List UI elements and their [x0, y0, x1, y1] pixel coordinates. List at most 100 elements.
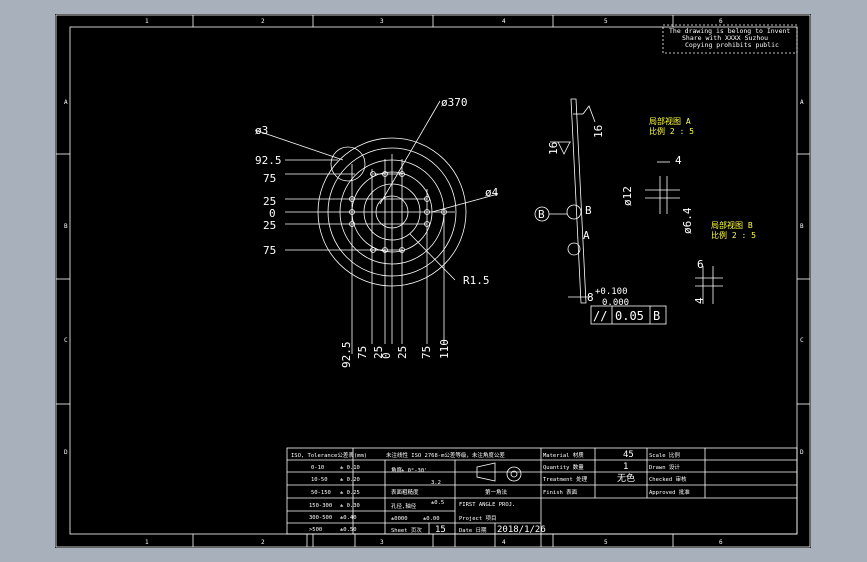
detail-b-scale: 比例 2 : 5: [711, 230, 756, 240]
dim-bottom-92-5: 92.5: [340, 342, 353, 369]
dim-diameter-4: ø4: [485, 186, 499, 199]
zone-label-bottom-1: 1: [145, 539, 149, 546]
notice-box: [662, 24, 798, 54]
dim-left-25-top: 25: [263, 195, 276, 208]
detail-b-height-4: 4: [693, 297, 706, 304]
title-block: [286, 447, 798, 547]
tol-table-note: 未注线性 ISO 2768-m公差等级，未注角度公差: [386, 451, 505, 459]
hole-value: ±0.5: [431, 500, 444, 506]
zone-label-top-6: 6: [719, 18, 723, 25]
drawn-label: Drawn 设计: [649, 463, 680, 471]
fcf-datum: B: [653, 309, 660, 323]
zone-label-bottom-3: 3: [380, 539, 384, 546]
dim-diameter-370: ø370: [441, 96, 468, 109]
material-label: Material 材质: [543, 451, 584, 459]
side-view: [534, 98, 667, 325]
dim-width-8: 8: [587, 291, 594, 304]
zone-label-right-c: C: [800, 337, 804, 344]
dim-left-75-bottom: 75: [263, 244, 276, 257]
zone-label-right-b: B: [800, 223, 804, 230]
tol-upper: +0.100: [595, 287, 628, 297]
finish-label: Finish 表面: [543, 488, 578, 496]
section-label-b: B: [585, 204, 592, 217]
dim-bottom-25-right: 25: [396, 346, 409, 359]
dim-bottom-75: 75: [356, 346, 369, 359]
sheet-value: 15: [435, 525, 446, 535]
approved-label: Approved 批准: [649, 488, 690, 496]
tol-row-1-range: 0-10: [311, 465, 324, 471]
quantity-label: Quantity 数量: [543, 463, 584, 471]
section-label-a: A: [583, 229, 590, 242]
plan-view: [254, 100, 499, 354]
zone-label-right-a: A: [800, 99, 804, 106]
tol-row-6-range: >500: [309, 527, 322, 533]
zone-label-top-1: 1: [145, 18, 149, 25]
zone-label-left-a: A: [64, 99, 68, 106]
zone-ticks: [56, 15, 810, 547]
detail-a-dia-6-4: ø6.4: [681, 207, 694, 234]
zone-label-top-4: 4: [502, 18, 506, 25]
zone-label-left-b: B: [64, 223, 68, 230]
tol-row-2-value: ± 0.20: [340, 477, 360, 483]
date-label: Date 日期: [459, 527, 487, 534]
dim-bottom-0: 0: [380, 352, 393, 359]
drawing-sheet: 1 2 3 4 5 6 1 2 3 4 5 6 A B C D A B C D …: [55, 14, 811, 548]
zone-label-bottom-4: 4: [502, 539, 506, 546]
detail-a-scale: 比例 2 : 5: [649, 126, 694, 136]
hole-label: 孔径,轴径: [391, 502, 417, 510]
detail-b-view: [695, 266, 723, 304]
zone-label-top-2: 2: [261, 18, 265, 25]
rough-value: 3.2: [431, 480, 441, 486]
cad-drawing: 1 2 3 4 5 6 1 2 3 4 5 6 A B C D A B C D …: [55, 14, 811, 548]
tol-row-3-value: ± 0.25: [340, 490, 360, 496]
scale-label: Scale 比例: [649, 451, 680, 459]
tol-table-header: ISO, Tolerance公差表(mm): [291, 451, 367, 459]
tol-lower: 0.000: [602, 298, 629, 308]
detail-b-title: 局部视图 B: [711, 220, 753, 230]
date-value: 2018/1/26: [497, 525, 546, 535]
detail-b-width-6: 6: [697, 258, 704, 271]
weight-value: ±0.00: [423, 516, 440, 522]
tol-row-4-range: 150-300: [309, 503, 332, 509]
treatment-label: Treatment 处理: [543, 475, 588, 483]
project-label: Project 项目: [459, 515, 497, 522]
angle-value: ± 0°-30': [401, 468, 428, 474]
notice-line-2: Share with XXXX Suzhou: [682, 34, 768, 42]
dim-bottom-25-left: 25: [372, 346, 385, 359]
detail-a-view: [645, 161, 680, 214]
checked-label: Checked 审核: [649, 475, 687, 483]
tol-row-1-value: ± 0.10: [340, 465, 360, 471]
detail-a-width-4: 4: [675, 154, 682, 167]
detail-a-dia-12: ø12: [621, 186, 634, 206]
zone-label-bottom-5: 5: [604, 539, 608, 546]
zone-label-left-c: C: [64, 337, 68, 344]
weight-label: ±0000: [391, 516, 408, 522]
dim-radius-1-5: R1.5: [463, 274, 490, 287]
dim-diameter-3: ø3: [255, 124, 268, 137]
zone-label-top-3: 3: [380, 18, 384, 25]
tol-row-6-value: ±0.50: [340, 527, 357, 533]
zone-label-bottom-2: 2: [261, 539, 265, 546]
quantity-unit: 1: [623, 462, 628, 472]
outer-border: [55, 14, 811, 548]
notice-line-3: Copying prohibits public: [685, 41, 779, 49]
fcf-value: 0.05: [615, 309, 644, 323]
angle-label: 角度: [391, 466, 403, 474]
tol-row-4-value: ± 0.30: [340, 503, 360, 509]
zone-label-right-d: D: [800, 449, 804, 456]
dim-angle-left: 16: [547, 142, 560, 155]
projection-label: FIRST ANGLE PROJ.: [459, 502, 515, 508]
projection-cn: 第一角法: [485, 488, 508, 496]
dim-left-0: 0: [269, 207, 276, 220]
dim-bottom-75-right: 75: [420, 346, 433, 359]
fcf-symbol: //: [593, 309, 607, 323]
tol-row-5-range: 300-500: [309, 515, 332, 521]
tol-row-5-value: ±0.40: [340, 515, 357, 521]
dim-angle-top: 16: [592, 125, 605, 138]
detail-a-title: 局部视图 A: [649, 116, 691, 126]
sheet-label: Sheet 页次: [391, 526, 422, 534]
dim-left-75: 75: [263, 172, 276, 185]
dim-left-25-bottom: 25: [263, 219, 276, 232]
zone-label-left-d: D: [64, 449, 68, 456]
dim-bottom-110: 110: [438, 339, 451, 359]
